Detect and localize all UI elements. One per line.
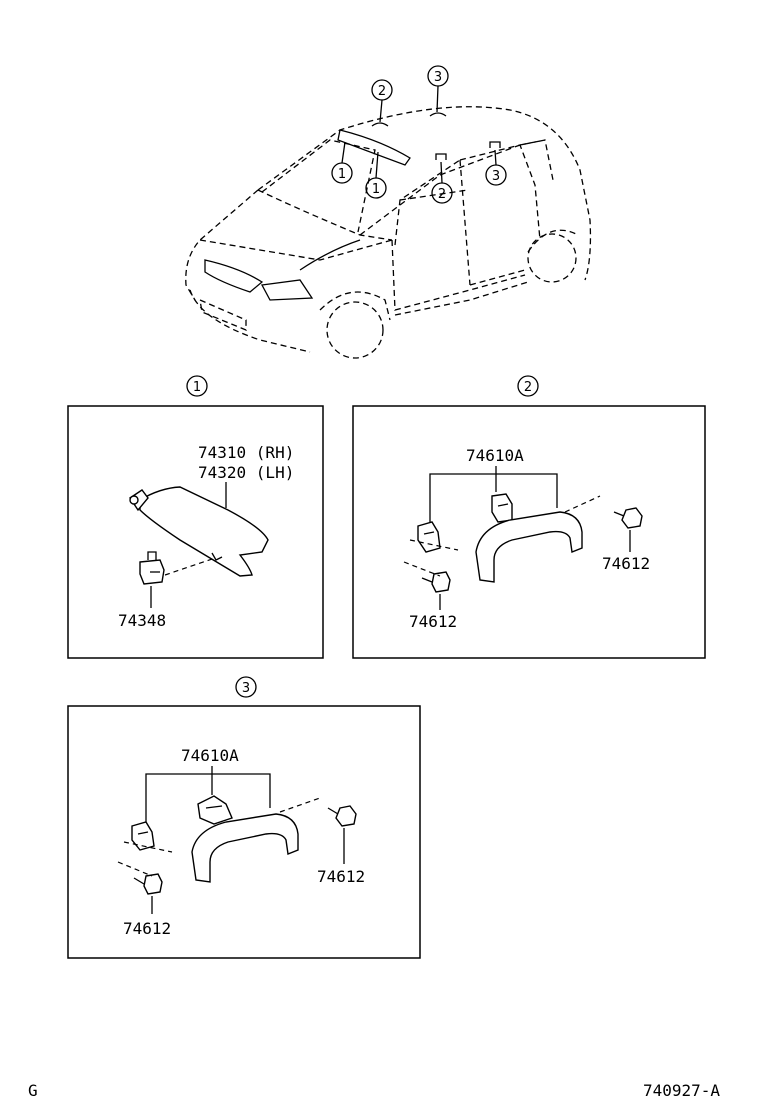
panel3-dash-left (117, 861, 153, 877)
callout-3-top: 3 (427, 65, 449, 87)
svg-text:1: 1 (193, 380, 201, 395)
car-outline (185, 106, 592, 359)
panel-1-frame (67, 405, 324, 659)
panel3-screw-left-label: 74612 (123, 919, 171, 938)
panel-1-header-callout: 1 (186, 375, 208, 397)
panel2-assist-grip (475, 511, 583, 583)
panel-2-header-callout: 2 (517, 375, 539, 397)
svg-text:3: 3 (242, 681, 250, 696)
svg-text:3: 3 (492, 169, 500, 184)
svg-text:1: 1 (372, 182, 380, 197)
svg-text:2: 2 (524, 380, 532, 395)
clip-label: 74348 (118, 611, 166, 630)
panel2-screw-left (421, 571, 451, 593)
callout-1-right: 1 (365, 177, 387, 199)
panel-3-header-callout: 3 (235, 676, 257, 698)
panel3-grip-bracket (145, 773, 271, 822)
panel3-screw-left (133, 873, 163, 895)
panel2-dash-left (403, 561, 441, 577)
visor-clip-dashline (164, 557, 216, 576)
visor-lh-label: 74320 (LH) (198, 463, 294, 482)
svg-text:2: 2 (378, 84, 386, 99)
panel3-grip-label: 74610A (181, 746, 239, 765)
panel2-screw-right (613, 507, 643, 529)
callout-2-top: 2 (371, 79, 393, 101)
callout-1-left: 1 (331, 162, 353, 184)
panel-3-frame (67, 705, 421, 959)
panel2-grip-bracket (429, 473, 558, 522)
svg-text:3: 3 (434, 70, 442, 85)
callout-3-side: 3 (485, 164, 507, 186)
panel2-dash-mid (409, 539, 459, 551)
panel3-dash-right (279, 797, 321, 813)
visor-clip (139, 551, 165, 585)
panel2-clip-center (491, 493, 513, 523)
svg-text:1: 1 (338, 167, 346, 182)
car-callout-leaders (341, 85, 497, 184)
footer-left-code: G (28, 1081, 38, 1100)
panel3-assist-grip (191, 813, 299, 883)
svg-text:2: 2 (438, 187, 446, 202)
visor-rh-label: 74310 (RH) (198, 443, 294, 462)
panel3-screw-right-label: 74612 (317, 867, 365, 886)
panel3-clip-center (197, 795, 233, 825)
panel3-screw-right (327, 805, 357, 827)
panel2-screw-right-label: 74612 (602, 554, 650, 573)
panel2-clip-left (417, 521, 441, 553)
panel3-clip-left (131, 821, 155, 851)
panel-2-frame (352, 405, 706, 659)
panel3-dash-mid (123, 841, 173, 853)
footer-figure-number: 740927-A (643, 1081, 720, 1100)
panel2-screw-left-label: 74612 (409, 612, 457, 631)
panel2-grip-label: 74610A (466, 446, 524, 465)
callout-2-side: 2 (431, 182, 453, 204)
panel2-dash-right (564, 495, 601, 513)
sun-visor (129, 486, 269, 577)
